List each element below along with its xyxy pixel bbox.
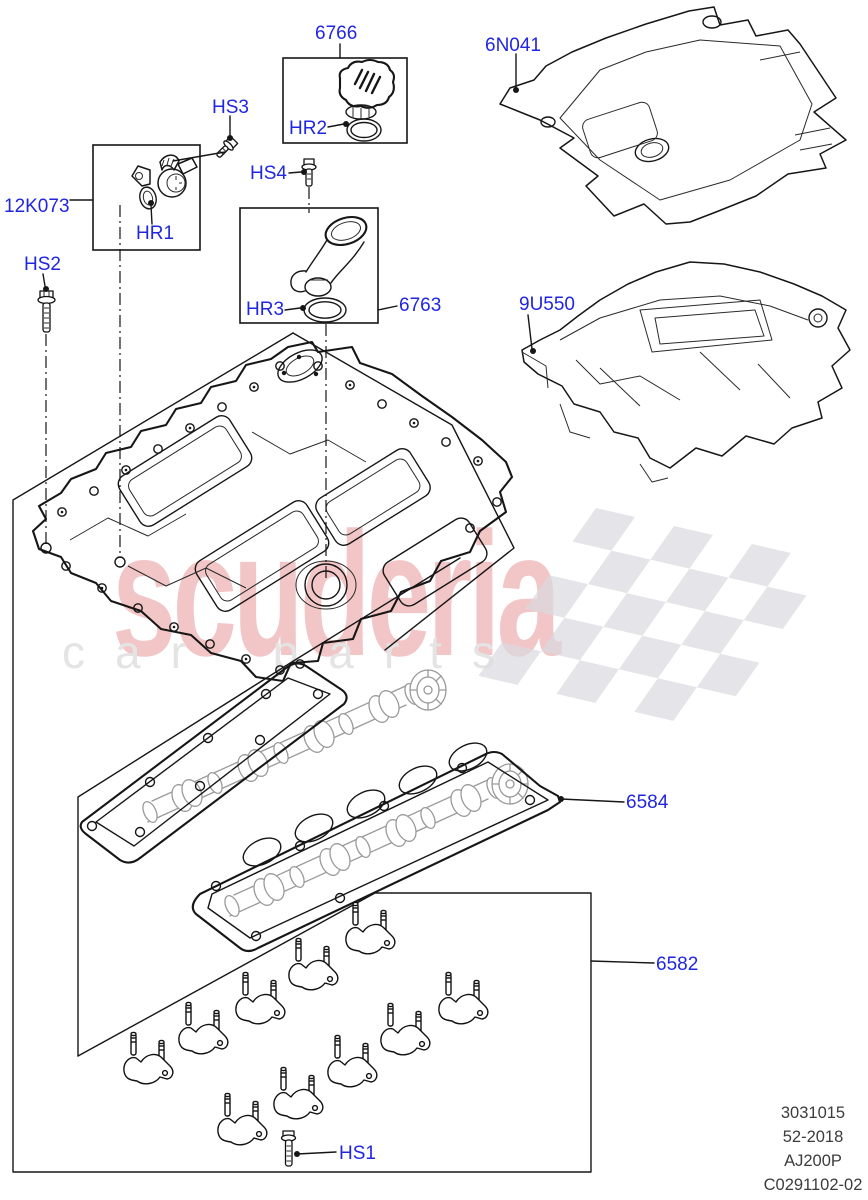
acoustic-insulator-drawing [521, 261, 851, 483]
camshaft-cover-drawing [31, 340, 514, 683]
part-label-6584[interactable]: 6584 [626, 792, 669, 813]
o-ring-hr3-drawing [303, 297, 347, 323]
drawing-number: 3031015 [780, 1104, 846, 1122]
valve-cover-gasket-drawing [79, 662, 562, 953]
part-label-hr3[interactable]: HR3 [246, 299, 285, 320]
drawing-week: 52-2018 [782, 1128, 844, 1146]
part-label-hs3[interactable]: HS3 [212, 97, 249, 118]
part-box-6763 [239, 207, 379, 324]
camshaft-cap-set-drawing [123, 901, 489, 1146]
part-label-hs4[interactable]: HS4 [250, 163, 287, 184]
part-label-12k073[interactable]: 12K073 [4, 196, 70, 217]
bolt-hs2-drawing [37, 290, 56, 333]
part-box-6766 [282, 57, 408, 144]
bolt-hs1-drawing [280, 1130, 297, 1167]
part-label-6n041[interactable]: 6N041 [485, 35, 541, 56]
assembly-centerlines [45, 187, 327, 582]
camshaft-drawing-intake [139, 669, 447, 826]
o-ring-hr2-drawing [346, 118, 382, 142]
camshaft-sensor-drawing [131, 154, 198, 198]
leader-lines [42, 43, 655, 1157]
part-label-6763[interactable]: 6763 [399, 295, 442, 316]
watermark-tagline: car parts [62, 626, 525, 678]
engine-code: AJ200P [784, 1152, 842, 1170]
watermark-text: scuderia car parts [62, 496, 566, 693]
part-label-hs2[interactable]: HS2 [24, 254, 61, 275]
part-label-6582[interactable]: 6582 [656, 954, 699, 975]
part-box-12k073 [92, 144, 201, 251]
watermark-checkered-flag-icon [478, 507, 807, 721]
oil-filler-tube-drawing [290, 215, 368, 297]
o-ring-hr1-drawing [139, 186, 157, 210]
part-label-hr1[interactable]: HR1 [136, 223, 175, 244]
part-label-hs1[interactable]: HS1 [339, 1143, 376, 1164]
cover-bolt-bosses [57, 361, 502, 675]
part-label-9u550[interactable]: 9U550 [519, 294, 575, 315]
illustration-code: C0291102-02 [763, 1176, 863, 1194]
bolt-hs4-drawing [301, 158, 317, 187]
oil-filler-cap-drawing [338, 58, 396, 120]
part-label-hr2[interactable]: HR2 [289, 118, 328, 139]
bolt-hs3-drawing [216, 135, 239, 158]
drawing-reference-block: 3031015 52-2018 AJ200P C0291102-02 [758, 1101, 868, 1197]
part-label-6766[interactable]: 6766 [315, 23, 358, 44]
engine-cover-panel-drawing [499, 6, 847, 225]
